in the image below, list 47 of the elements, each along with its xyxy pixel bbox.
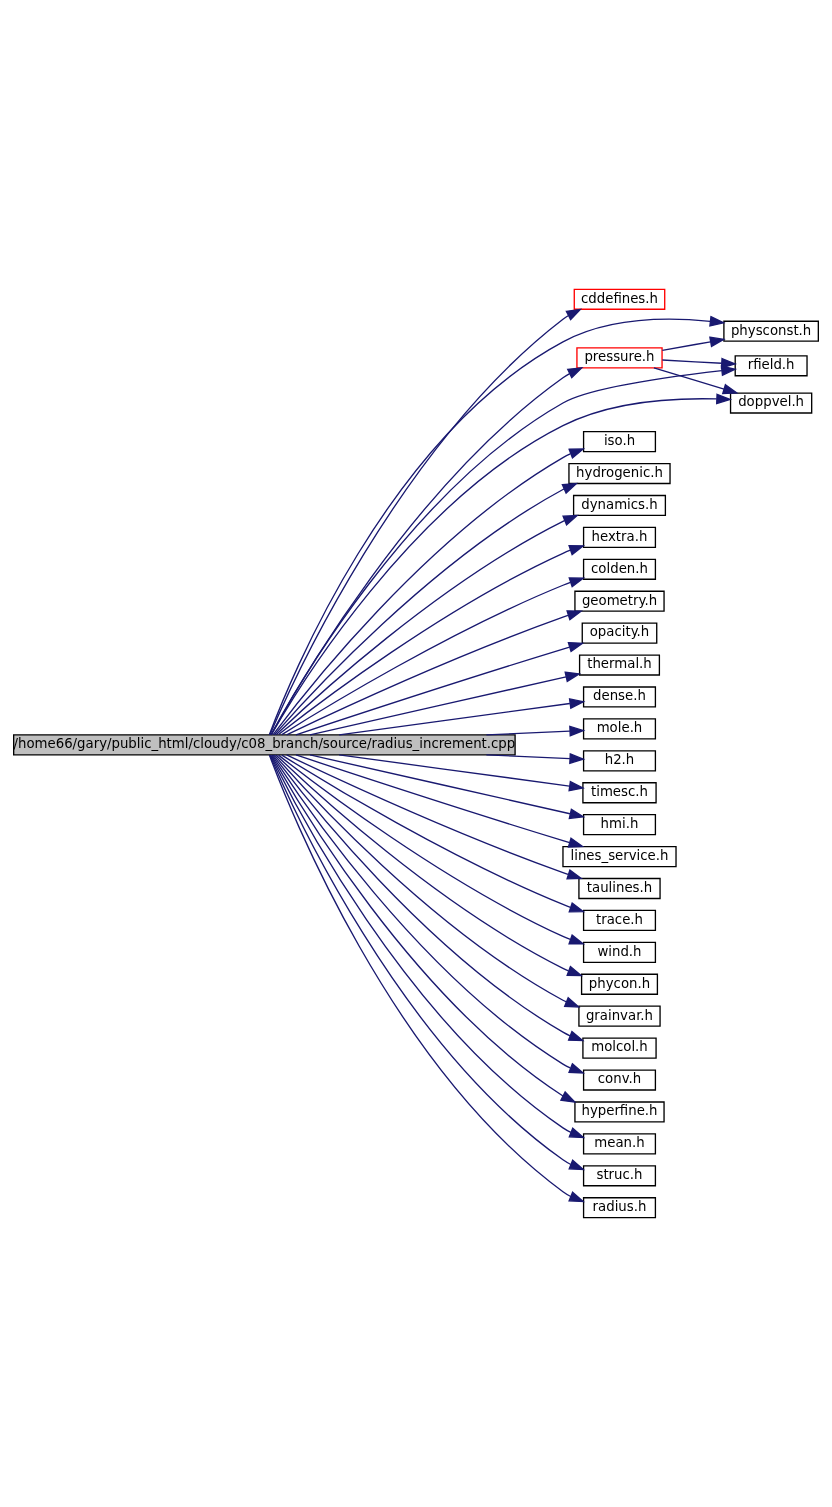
- node-box: iso.h: [582, 430, 657, 453]
- node-box: radius.h: [582, 1197, 657, 1219]
- arrow: [285, 754, 584, 880]
- node-box: hmi.h: [582, 814, 657, 836]
- arrow: [277, 545, 586, 736]
- node-box: dynamics.h: [572, 494, 667, 517]
- arrow: [485, 753, 586, 765]
- node-box: lines_service.h: [562, 845, 677, 868]
- node-box: h2.h: [582, 750, 657, 772]
- node-box: struc.h: [582, 1165, 657, 1187]
- node-box: doppvel.h: [729, 392, 813, 414]
- node-box: cddefines.h: [573, 288, 666, 310]
- node-box: trace.h: [582, 909, 657, 932]
- node-box: geometry.h: [574, 590, 665, 612]
- node-box: rfield.h: [734, 355, 808, 377]
- arrow: [285, 610, 584, 736]
- node-box: phycon.h: [580, 973, 659, 995]
- node-box: hextra.h: [582, 526, 657, 548]
- arrow: [338, 754, 585, 792]
- arrow: [295, 641, 585, 736]
- arrow: [309, 671, 582, 736]
- arrow: [277, 754, 586, 945]
- arrow: [281, 754, 586, 913]
- node-box: dense.h: [582, 686, 657, 708]
- arrow: [281, 577, 586, 736]
- node-box: grainvar.h: [578, 1005, 661, 1027]
- node-box: opacity.h: [581, 622, 658, 644]
- node-box: hyperfine.h: [574, 1101, 665, 1123]
- node-box: wind.h: [582, 941, 657, 963]
- node-box: physconst.h: [723, 320, 819, 342]
- node-box: mean.h: [582, 1133, 657, 1155]
- node-box: molcol.h: [582, 1037, 657, 1059]
- arrow: [661, 357, 738, 369]
- node-box: timesc.h: [582, 782, 657, 804]
- arrow: [485, 725, 586, 737]
- node-box: hydrogenic.h: [568, 462, 671, 485]
- arrow: [653, 367, 739, 395]
- node-box: colden.h: [582, 558, 657, 580]
- node-box: thermal.h: [578, 654, 661, 676]
- node-box: taulines.h: [578, 877, 661, 900]
- arrow: [338, 698, 586, 736]
- arrow: [661, 336, 726, 352]
- arrow: [309, 754, 586, 820]
- arrow: [295, 754, 585, 848]
- node-box: pressure.h: [576, 347, 663, 369]
- node-box: mole.h: [582, 718, 657, 740]
- node-box: conv.h: [582, 1069, 657, 1091]
